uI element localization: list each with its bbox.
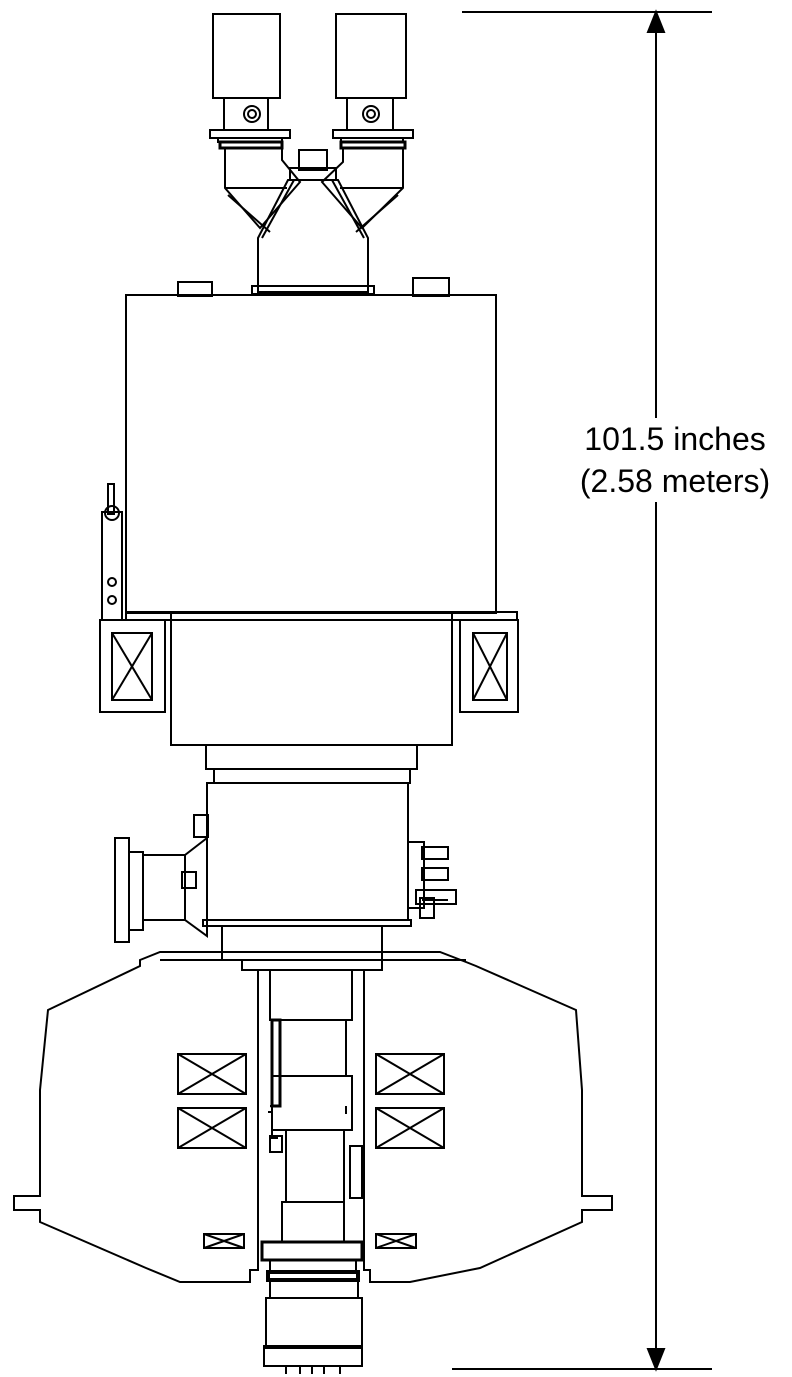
dimension-meters: (2.58 meters) — [579, 463, 771, 499]
dimension-label: 101.5 inches (2.58 meters) — [560, 418, 790, 502]
dimension-arrow-bottom-icon — [646, 1348, 666, 1372]
right-top-cylinder — [335, 13, 407, 99]
height-dimension — [452, 9, 712, 1372]
side-coils — [99, 619, 519, 713]
top-assembly — [177, 13, 450, 297]
central-column — [260, 1018, 364, 1374]
right-gauge-icon — [362, 105, 380, 123]
dimension-inches: 101.5 inches — [584, 421, 766, 457]
bracket-knob-icon — [104, 505, 120, 521]
left-gauge-icon — [243, 105, 261, 123]
pump-housing — [114, 782, 457, 961]
left-top-cylinder — [212, 13, 281, 99]
middle-body — [170, 611, 453, 784]
dimension-arrow-top-icon — [646, 9, 666, 33]
base-magnet — [13, 951, 613, 1283]
upper-chamber — [101, 294, 518, 621]
